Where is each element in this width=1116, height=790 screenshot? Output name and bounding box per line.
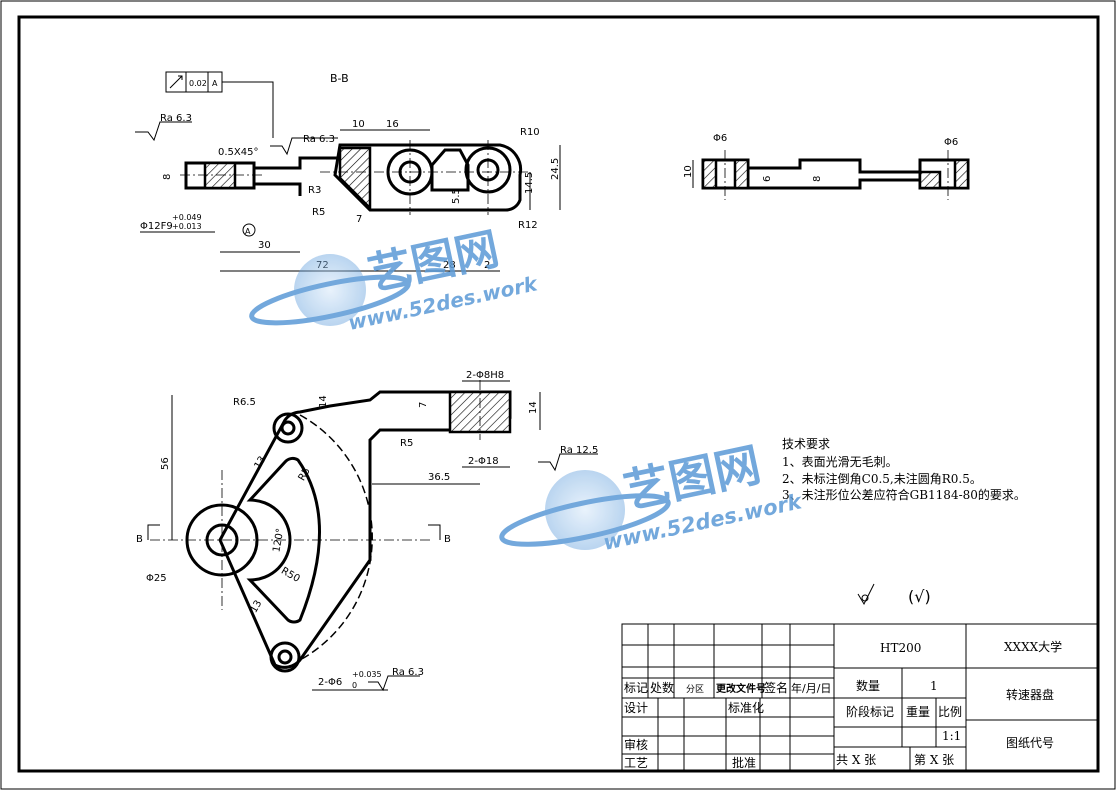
front-view: R6.5 14 7 2-Φ8H8 14 R5 Ra 12.5 2-Φ18 56 … (136, 370, 598, 692)
dim-r5-front-a: R5 (400, 438, 413, 449)
roughness-other: (√) (908, 587, 931, 606)
dim-phi6-right: Φ6 (944, 137, 958, 148)
title-block: 标记 处数 分区 更改文件号 签名 年/月/日 设计 标准化 审核 工艺 批准 … (621, 623, 1098, 772)
dim-14-front-b: 14 (528, 401, 539, 414)
tb-sheet-no: 第 X 张 (914, 753, 954, 767)
tb-total-sheets: 共 X 张 (836, 753, 876, 767)
dim-28: 28 (443, 260, 456, 271)
dim-30: 30 (258, 240, 271, 251)
dim-14-front-a: 14 (318, 395, 329, 408)
tb-design: 设计 (624, 701, 648, 715)
tb-hdr-count: 处数 (650, 680, 674, 695)
dim-16: 16 (386, 119, 399, 130)
tb-weight-label: 重量 (906, 705, 930, 719)
dim-r50: R50 (279, 566, 302, 585)
dim-6-side: 6 (762, 176, 773, 182)
tolerance-datum: A (212, 79, 218, 88)
dim-holes-phi6-lower: 0 (352, 681, 357, 690)
roughness-label-left: Ra 6.3 (160, 113, 192, 124)
side-view: Φ6 Φ6 10 6 8 (683, 133, 970, 200)
watermark-globe-icon (249, 254, 411, 326)
tb-process: 工艺 (624, 756, 648, 770)
dim-r6-5: R6.5 (233, 397, 256, 408)
dim-holes-phi6-tol: +0.035 (352, 670, 382, 679)
tb-hdr-change: 更改文件号 (716, 682, 766, 695)
dim-8-side: 8 (812, 176, 823, 182)
dim-r12: R12 (518, 220, 538, 231)
dim-10: 10 (352, 119, 365, 130)
tech-item-3: 3、未注形位公差应符合GB1184-80的要求。 (782, 487, 1026, 502)
tb-stage-label: 阶段标记 (846, 704, 894, 719)
inner-border (17, 15, 1100, 773)
tb-material: HT200 (880, 641, 921, 655)
section-label: B-B (330, 72, 349, 85)
roughness-label-mid: Ra 6.3 (303, 134, 335, 145)
dim-7-front: 7 (418, 402, 429, 408)
dim-phi12-tol-lower: +0.013 (172, 222, 202, 231)
dim-36-5: 36.5 (428, 472, 450, 483)
dim-r5-section: R5 (312, 207, 325, 218)
section-mark-left: B (136, 534, 143, 545)
tb-hdr-zone: 分区 (686, 684, 704, 695)
tb-drawing-no: 图纸代号 (1006, 736, 1054, 750)
roughness-label-bottom: Ra 12.5 (560, 445, 598, 456)
dim-holes-phi18: 2-Φ18 (468, 456, 499, 467)
tb-hdr-date: 年/月/日 (791, 681, 831, 695)
tb-scale-value: 1:1 (942, 729, 961, 743)
dim-24-5: 24.5 (550, 158, 561, 180)
tolerance-value: 0.02 (189, 79, 207, 88)
general-roughness: (√) (857, 583, 931, 606)
tb-hdr-sign: 签名 (764, 680, 788, 695)
tech-item-2: 2、未标注倒角C0.5,未注圆角R0.5。 (782, 471, 982, 486)
dim-angle-120: 120° (271, 528, 286, 554)
dim-holes-phi8h8: 2-Φ8H8 (466, 370, 504, 381)
dim-phi12-hole: Φ12F9 (140, 221, 173, 232)
tb-review: 审核 (624, 737, 648, 752)
datum-symbol: A (245, 227, 251, 236)
roughness-label-hole: Ra 6.3 (392, 667, 424, 678)
dim-chamfer: 0.5X45° (218, 147, 258, 158)
watermark-globe-icon-2 (499, 470, 671, 550)
runout-arrow-icon (169, 75, 183, 89)
tb-part-name: 转速器盘 (1006, 687, 1054, 702)
dim-holes-phi6: 2-Φ6 (318, 677, 342, 688)
tb-qty-label: 数量 (856, 678, 880, 693)
dim-phi12-tol-upper: +0.049 (172, 213, 202, 222)
dim-phi6-left: Φ6 (713, 133, 727, 144)
tb-scale-label: 比例 (938, 705, 962, 719)
tb-hdr-mark: 标记 (624, 681, 648, 695)
dim-7-section: 7 (356, 214, 362, 225)
dim-r10: R10 (520, 127, 540, 138)
dim-r3: R3 (308, 185, 321, 196)
watermark-top: 艺图网 www.52des.work (249, 223, 541, 335)
dim-8: 8 (162, 174, 173, 180)
section-mark-right: B (444, 534, 451, 545)
tb-school: XXXX大学 (1004, 639, 1062, 654)
dim-5-5: 5.5 (451, 188, 462, 204)
tech-heading: 技术要求 (782, 437, 830, 451)
section-view-bb: B-B 0.02 A 0.5X45° Ra 6.3 (135, 71, 561, 272)
tb-standard: 标准化 (728, 701, 764, 715)
dim-phi25: Φ25 (146, 573, 167, 584)
dim-2: 2 (484, 260, 490, 271)
watermark-bottom: 艺图网 www.52des.work (499, 437, 806, 555)
tolerance-frame: 0.02 A (165, 71, 274, 138)
tb-qty-value: 1 (930, 679, 938, 693)
technical-requirements: 技术要求 1、表面光滑无毛刺。 2、未标注倒角C0.5,未注圆角R0.5。 3、… (782, 437, 1026, 502)
dim-10-side: 10 (683, 165, 694, 178)
dim-56: 56 (160, 457, 171, 470)
tb-approve: 批准 (732, 755, 756, 770)
tech-item-1: 1、表面光滑无毛刺。 (782, 455, 898, 469)
